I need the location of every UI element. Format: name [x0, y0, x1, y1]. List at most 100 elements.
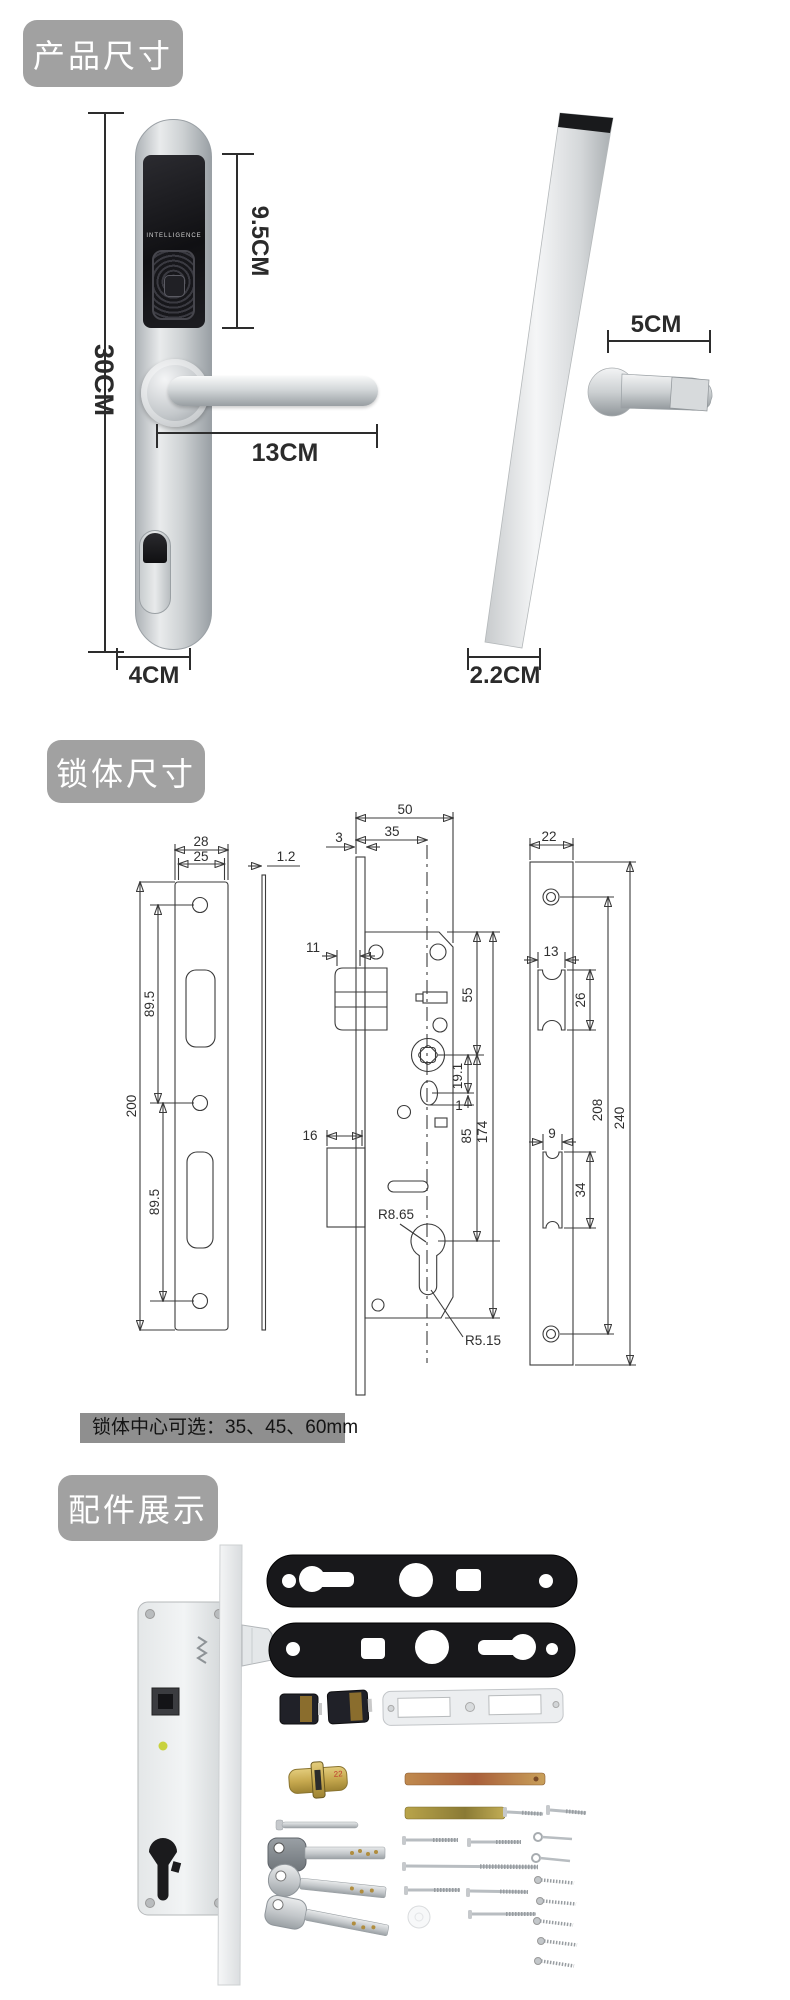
- dim-strike-length-label: 200: [124, 1095, 139, 1118]
- lock-faceplate-outline: [355, 856, 366, 1396]
- dim-cylinder-stem-radius: R5.15: [430, 1289, 501, 1348]
- screw: [546, 1805, 587, 1815]
- dim-handle-length-label: 13CM: [252, 439, 319, 467]
- gasket-hole: [286, 1642, 300, 1656]
- screw: [533, 1917, 574, 1927]
- eye-pin: [533, 1832, 573, 1842]
- latch-bolt: [241, 1624, 273, 1667]
- mortise-lock-body: [137, 1544, 273, 1986]
- dim-backset-label: 35: [384, 824, 399, 839]
- screw: [466, 1888, 529, 1897]
- dim-handle-depth-label: 5CM: [631, 311, 682, 338]
- spindle-rod: [404, 1772, 546, 1786]
- gasket-spindle-hole: [399, 1563, 433, 1597]
- dim-plate-thickness: 2.2CM: [467, 648, 541, 689]
- brand-label: INTELLIGENCE: [146, 233, 202, 239]
- dim-case-height: 174: [475, 932, 493, 1318]
- gasket-square-hole: [361, 1638, 385, 1659]
- corner-screw-icon: [145, 1609, 155, 1619]
- product-size-drawing: 30CM 9.5CM 13CM 4CM 5CM: [88, 112, 713, 689]
- spring-icon: [196, 1636, 208, 1664]
- cylinder-keyhole: [149, 1838, 177, 1901]
- section-header-product-size: 产品尺寸: [23, 20, 183, 87]
- spindle-square-inner: [158, 1694, 173, 1709]
- dim-latch-height-label: 11: [306, 940, 320, 955]
- key: [264, 1894, 390, 1936]
- dim-strike-thickness-label: 1.2: [277, 849, 296, 864]
- fingerprint-reader: [152, 250, 195, 320]
- door-handle-lever: [168, 376, 378, 406]
- side-plate-top-cap: [558, 113, 613, 133]
- strike-plate: [382, 1688, 564, 1726]
- dim-spindle-to-cylinder: 85: [459, 1055, 477, 1241]
- dim-handle-length: 13CM: [156, 424, 378, 467]
- battery: [326, 1689, 373, 1725]
- dim-top-to-spindle: 55: [460, 932, 477, 1055]
- dim-cylinder-radius: R8.65: [378, 1207, 427, 1243]
- dim-faceplate-thickness-label: 3: [335, 830, 343, 845]
- strike-plate-side-view: 1.2: [248, 849, 300, 1331]
- dim-case-depth-label: 50: [397, 802, 412, 817]
- latch-bolt-drawing: [334, 967, 388, 1031]
- accessories-photo: 22: [137, 1544, 587, 1986]
- dim-lower-slot-width-label: 9: [548, 1126, 556, 1141]
- screw: [534, 1876, 575, 1885]
- gasket-hole: [539, 1574, 553, 1588]
- gasket-square-hole: [456, 1569, 481, 1591]
- dim-back-length-label: 240: [612, 1107, 627, 1130]
- gasket-top: [266, 1554, 578, 1608]
- plastic-disc: [407, 1905, 431, 1929]
- screw: [467, 1838, 521, 1847]
- dim-upper-slot-height-label: 26: [573, 992, 588, 1007]
- dim-cylinder-stem-radius-label: R5.15: [465, 1333, 501, 1348]
- dim-back-width-label: 22: [541, 829, 556, 844]
- dim-strike-hole-offset: 25: [179, 849, 225, 880]
- dim-strike-upper-span: 89.5: [142, 905, 194, 1302]
- screw: [503, 1807, 544, 1817]
- dim-back-length: 240: [575, 862, 636, 1365]
- dim-latch-height: 11: [306, 940, 375, 966]
- pin-rod: [275, 1819, 359, 1831]
- lock-faceplate: [217, 1544, 243, 1986]
- dim-cylinder-radius-label: R8.65: [378, 1207, 414, 1222]
- dim-lower-slot-width: 9: [529, 1126, 576, 1150]
- keyhole-arch: [143, 533, 167, 563]
- dim-overall-height-label: 30CM: [89, 344, 119, 416]
- back-plate-outline: [529, 861, 574, 1366]
- eye-pin: [531, 1853, 571, 1863]
- dim-spindle-to-oval: 19.1: [450, 1055, 468, 1093]
- screw: [534, 1957, 575, 1968]
- dim-panel-height-label: 9.5CM: [246, 206, 273, 277]
- lock-cylinder: 22: [288, 1761, 348, 1799]
- dim-deadbolt-height-label: 16: [302, 1128, 317, 1143]
- dim-case-depth: 50: [356, 802, 453, 943]
- corner-screw-icon: [145, 1898, 155, 1908]
- dim-faceplate-thickness: 3: [326, 830, 380, 847]
- lock-body-backplate: [137, 1601, 231, 1916]
- lock-case-drawing: 50 35 3 11 1: [302, 802, 501, 1396]
- key: [267, 1863, 387, 1899]
- spindle-rod: [404, 1806, 506, 1820]
- screw: [404, 1886, 460, 1895]
- section-header-accessories: 配件展示: [58, 1475, 218, 1541]
- key: [267, 1837, 386, 1872]
- dim-plate-width-label: 4CM: [129, 662, 180, 689]
- dim-back-hole-span-label: 208: [590, 1099, 605, 1122]
- section-header-lock-body-size-label: 锁体尺寸: [55, 755, 196, 792]
- gasket-keyhole-cutout: [510, 1634, 536, 1660]
- keyhole-latch-tab: [170, 1861, 182, 1873]
- strike-plate-drawing: 28 25 200 89.5 89.5: [124, 834, 300, 1330]
- dim-deadbolt-height: 16: [302, 1128, 362, 1146]
- dim-plate-width: 4CM: [116, 648, 191, 689]
- side-handle-end-cap: [669, 376, 710, 412]
- cylinder-mark-label: 22: [333, 1769, 343, 1779]
- dim-handle-depth: 5CM: [607, 311, 711, 353]
- dim-top-to-spindle-label: 55: [460, 987, 475, 1002]
- dim-strike-length: 200: [124, 882, 175, 1330]
- screw: [536, 1897, 577, 1906]
- dim-case-height-label: 174: [475, 1120, 490, 1143]
- section-header-lock-body-size: 锁体尺寸: [47, 740, 205, 803]
- dim-overall-height: 30CM: [88, 112, 124, 653]
- dim-back-hole-span: 208: [560, 897, 614, 1334]
